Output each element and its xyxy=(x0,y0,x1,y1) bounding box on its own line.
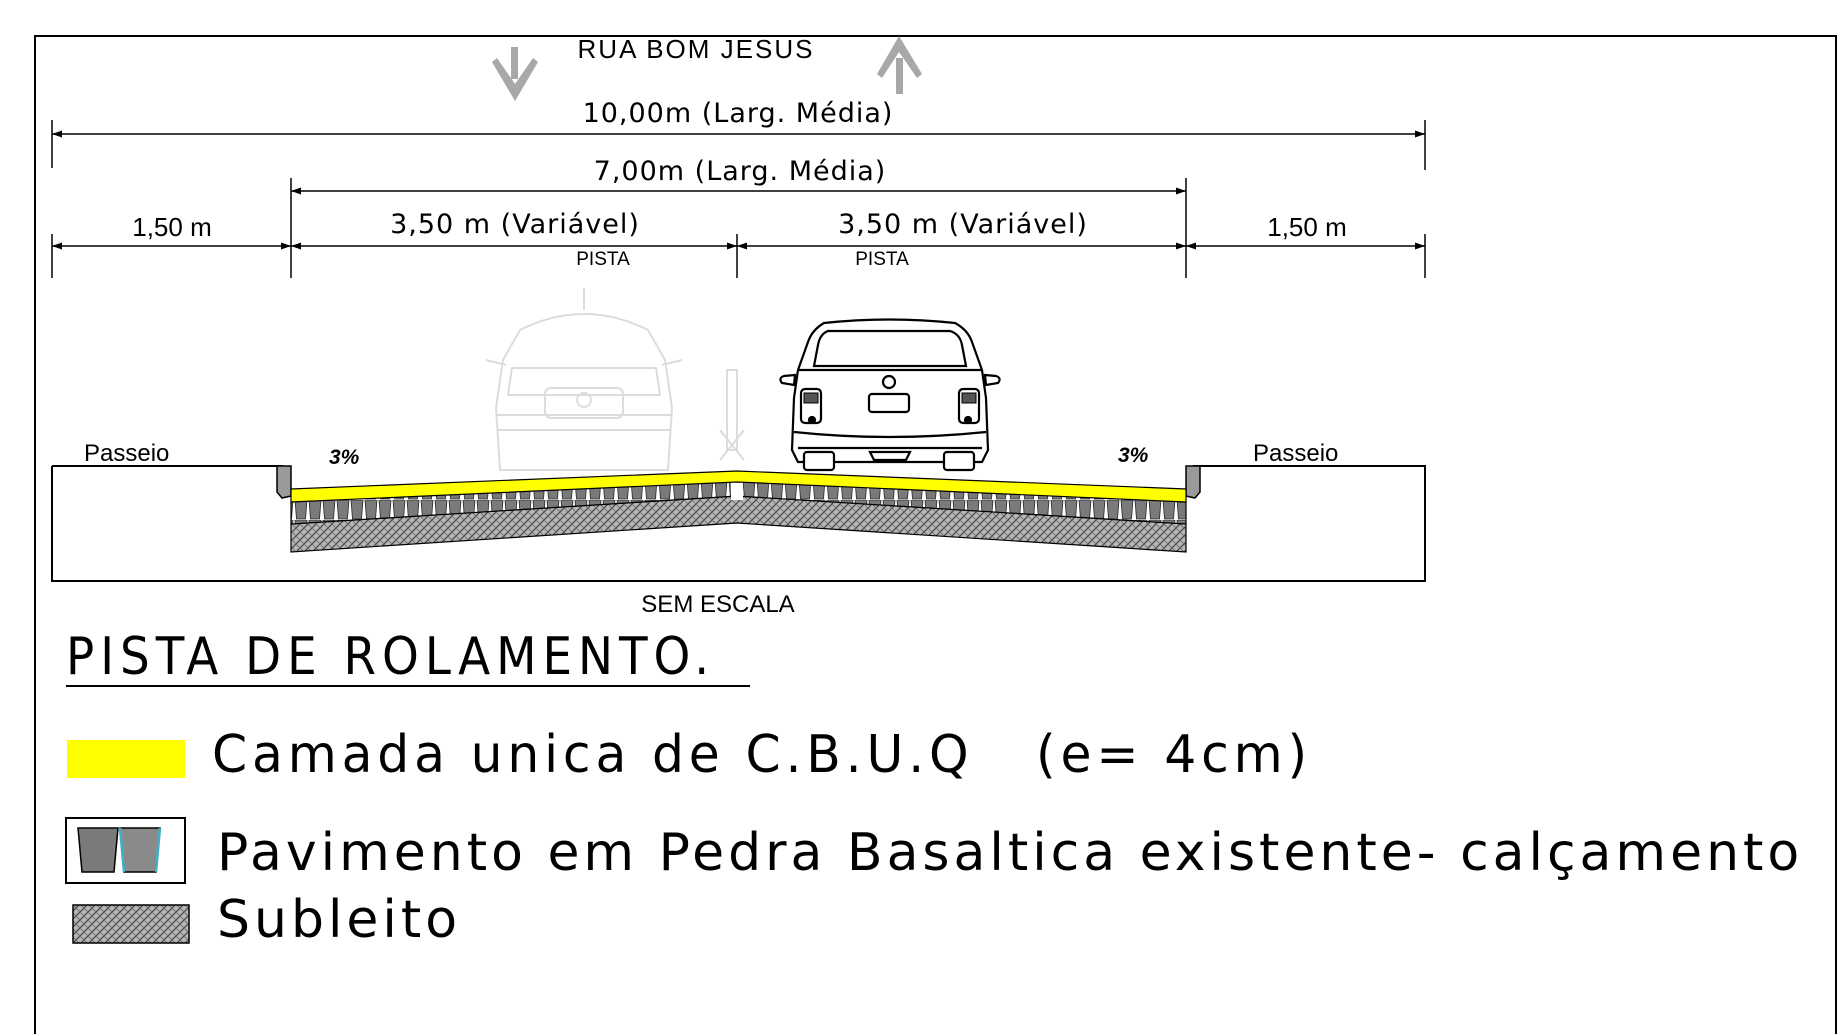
carriageway-width-label: 7,00m (Larg. Média) xyxy=(594,156,887,187)
legend-text-basalt: Pavimento em Pedra Basaltica existente- … xyxy=(217,823,1803,883)
dimension-carriageway xyxy=(290,178,1187,278)
cbuq-asphalt-layer xyxy=(290,470,1187,503)
drawing-frame xyxy=(34,35,1837,1034)
legend-swatch-cbuq xyxy=(67,740,185,778)
slope-left-label: 3% xyxy=(329,446,360,469)
lane-right-dimension: 3,50 m (Variável) xyxy=(838,209,1088,240)
total-width-label: 10,00m (Larg. Média) xyxy=(583,98,894,129)
lane-right-label: PISTA xyxy=(855,249,909,270)
legend-swatch-subgrade xyxy=(72,904,190,944)
sidewalk-left-dimension: 1,50 m xyxy=(132,212,212,242)
sidewalk-left-label: Passeio xyxy=(84,440,169,467)
drawing-title: PISTA DE ROLAMENTO. xyxy=(66,627,715,687)
curb-left xyxy=(276,465,292,499)
car-rear-view-icon xyxy=(779,318,1001,472)
sidewalk-right-label: Passeio xyxy=(1253,440,1338,467)
up-arrow-icon xyxy=(877,36,922,94)
dimension-partials xyxy=(51,234,1426,278)
legend-text-subgrade: Subleito xyxy=(217,890,461,950)
lane-left-dimension: 3,50 m (Variável) xyxy=(390,209,640,240)
curb-right xyxy=(1185,465,1201,499)
faded-car-icon xyxy=(485,288,745,471)
scale-note: SEM ESCALA xyxy=(641,591,794,618)
street-name: RUA BOM JESUS xyxy=(578,34,815,64)
legend-swatch-basalt xyxy=(65,817,186,884)
lane-left-label: PISTA xyxy=(576,249,630,270)
legend: Camada unica de C.B.U.Q (e= 4cm) Pavimen… xyxy=(65,725,1803,950)
sidewalk-right-dimension: 1,50 m xyxy=(1267,212,1347,242)
legend-text-cbuq: Camada unica de C.B.U.Q (e= 4cm) xyxy=(212,725,1312,785)
down-arrow-icon xyxy=(492,47,538,101)
dimension-total-width xyxy=(51,120,1426,170)
road-cross-section xyxy=(51,465,1426,582)
slope-right-label: 3% xyxy=(1118,444,1149,467)
